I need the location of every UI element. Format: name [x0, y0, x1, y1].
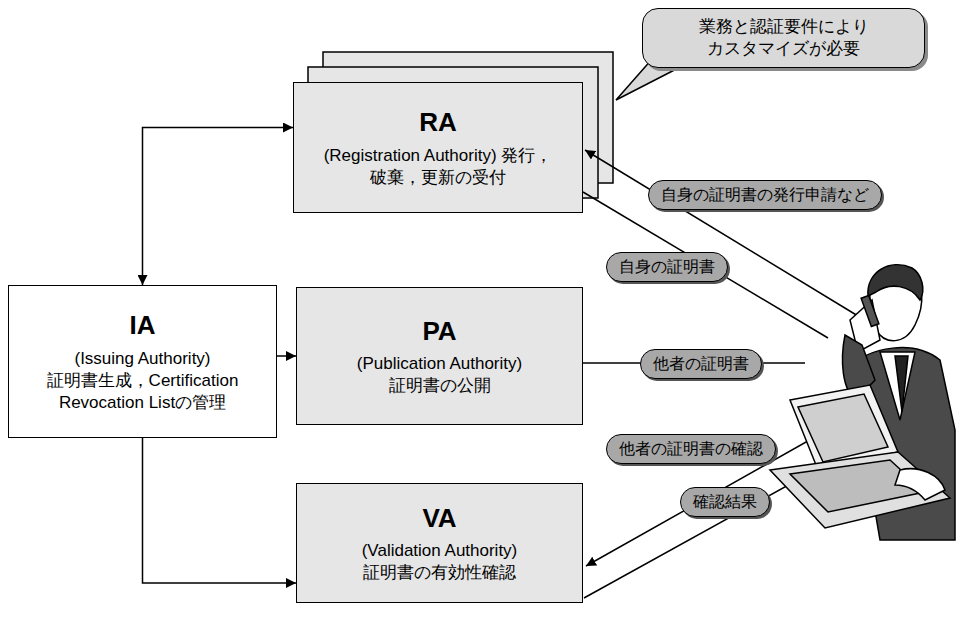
label-text: 確認結果 — [693, 492, 757, 511]
leader-line — [585, 150, 858, 316]
label-text: 業務と認証要件により カスタマイズが必要 — [684, 16, 884, 60]
connector-arrow — [277, 355, 296, 357]
box-heading: VA — [422, 502, 456, 535]
box-heading: PA — [422, 315, 456, 348]
flow-label: 他者の証明書の確認 — [606, 434, 776, 464]
label-text: 他者の証明書 — [653, 354, 749, 373]
box-heading: RA — [419, 106, 457, 139]
authority-box: IA (Issuing Authority) 証明書生成，Certificatio… — [8, 285, 277, 438]
connector-arrow — [143, 128, 294, 286]
box-body: (Publication Authority) 証明書の公開 — [327, 353, 553, 397]
connector-arrow — [143, 438, 297, 583]
authority-box: PA (Publication Authority) 証明書の公開 — [296, 287, 583, 425]
callout-bubble: 業務と認証要件により カスタマイズが必要 — [642, 8, 925, 68]
person-figure — [770, 265, 955, 540]
flow-label: 自身の証明書 — [606, 252, 728, 282]
flow-label: 自身の証明書の発行申請など — [648, 180, 882, 210]
box-body: (Registration Authority) 発行，破棄，更新の受付 — [320, 145, 556, 189]
flow-label: 他者の証明書 — [640, 349, 762, 379]
box-heading: IA — [130, 309, 156, 342]
label-text: 自身の証明書の発行申請など — [661, 185, 869, 204]
label-text: 他者の証明書の確認 — [619, 439, 763, 458]
box-body: (Issuing Authority) 証明書生成，Certification … — [27, 348, 259, 414]
leader-line — [583, 192, 828, 338]
authority-box: RA (Registration Authority) 発行，破棄，更新の受付 — [293, 82, 583, 213]
flow-label: 確認結果 — [680, 487, 770, 517]
authority-box: VA (Validation Authority) 証明書の有効性確認 — [296, 483, 583, 603]
label-text: 自身の証明書 — [619, 257, 715, 276]
box-body: (Validation Authority) 証明書の有効性確認 — [327, 540, 553, 584]
